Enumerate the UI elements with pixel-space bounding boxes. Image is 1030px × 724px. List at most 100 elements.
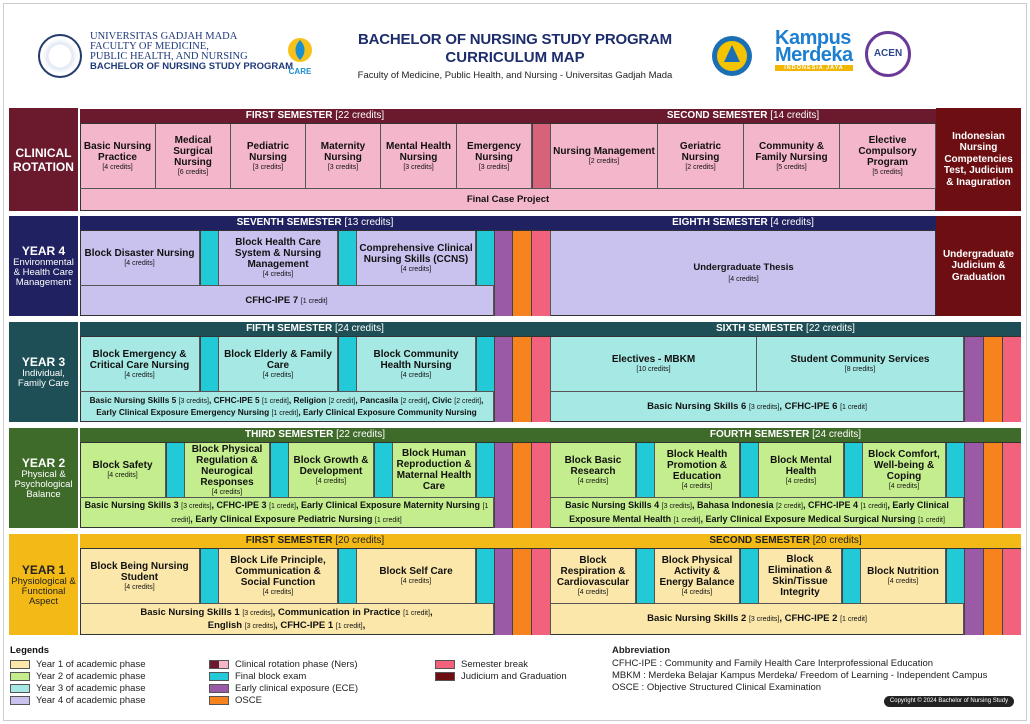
- year2-break-bar: [531, 443, 550, 528]
- page-title-2: CURRICULUM MAP: [445, 49, 585, 66]
- year2-sem2-header: FOURTH SEMESTER [24 credits]: [550, 428, 1021, 442]
- clinical-elective-compulsory: Elective Compulsory Program[5 credits]: [840, 124, 936, 188]
- year1-block-respiration: Block Respiration & Cardiovascular[4 cre…: [550, 549, 636, 603]
- clinical-break-bar: [532, 124, 550, 188]
- abbreviation-title: Abbreviation: [612, 645, 671, 656]
- clinical-medical-surgical: Medical Surgical Nursing[6 credits]: [156, 124, 231, 188]
- year3-skills-sem5: Basic Nursing Skills 5 [3 credits], CFHC…: [80, 391, 494, 422]
- year1-ece-bar-2: [964, 549, 983, 635]
- year1-exam-bar-7: [946, 549, 964, 603]
- year2-block-comfort: Block Comfort, Well-being & Coping[4 cre…: [862, 443, 946, 497]
- year4-ece-bar: [494, 231, 512, 316]
- year2-skills-sem3: Basic Nursing Skills 3 [3 credits], CFHC…: [80, 497, 494, 528]
- year4-exam-bar-2: [338, 231, 356, 285]
- year1-block-being-nursing-student: Block Being Nursing Student[4 credits]: [80, 549, 200, 603]
- year2-exam-bar-6: [740, 443, 758, 497]
- year1-skills-sem2: Basic Nursing Skills 2 [3 credits], CFHC…: [550, 603, 964, 635]
- year3-break-bar: [531, 337, 550, 422]
- clinical-community-family: Community & Family Nursing[5 credits]: [744, 124, 840, 188]
- year3-sem2-header: SIXTH SEMESTER [22 credits]: [550, 322, 1021, 336]
- year2-skills-sem4: Basic Nursing Skills 4 [3 credits], Baha…: [550, 497, 964, 528]
- year2-break-bar-2: [1002, 443, 1021, 528]
- year3-sem1-header: FIFTH SEMESTER [24 credits]: [80, 322, 550, 336]
- year2-exam-bar-4: [476, 443, 494, 497]
- ugm-seal-logo: [38, 34, 82, 78]
- acen-logo: ACEN: [865, 31, 911, 77]
- clinical-maternity: Maternity Nursing[3 credits]: [306, 124, 381, 188]
- year4-exam-bar-3: [476, 231, 494, 285]
- year2-exam-bar-8: [946, 443, 964, 497]
- clinical-geriatric: Geriatric Nursing[2 credits]: [658, 124, 744, 188]
- legend-final-block-exam: Final block exam: [209, 671, 306, 682]
- clinical-area: [80, 123, 936, 211]
- clinical-right-judicium: Indonesian Nursing Competencies Test, Ju…: [936, 108, 1021, 211]
- legend-osce: OSCE: [209, 695, 262, 706]
- year4-break-bar: [531, 231, 550, 316]
- year3-osce-bar-2: [983, 337, 1002, 422]
- legend-semester-break: Semester break: [435, 659, 528, 670]
- year2-exam-bar-1: [166, 443, 184, 497]
- year2-block-physical-regulation: Block Physical Regulation & Neurogical R…: [184, 443, 270, 497]
- page-subtitle: Faculty of Medicine, Public Health, and …: [357, 70, 673, 81]
- year4-block-disaster: Block Disaster Nursing[4 credits]: [80, 231, 200, 285]
- year2-block-basic-research: Block Basic Research[4 credits]: [550, 443, 636, 497]
- abbreviation-osce: OSCE : Objective Structured Clinical Exa…: [612, 682, 822, 693]
- tut-wuri-logo: [712, 36, 752, 76]
- abbreviation-mbkm: MBKM : Merdeka Belajar Kampus Merdeka/ F…: [612, 670, 988, 681]
- year4-osce-bar: [512, 231, 531, 316]
- year4-sem1-header: SEVENTH SEMESTER [13 credits]: [80, 216, 550, 230]
- year2-block-growth: Block Growth & Development[4 credits]: [288, 443, 374, 497]
- year2-osce-bar-2: [983, 443, 1002, 528]
- year2-exam-bar-5: [636, 443, 654, 497]
- year3-block-elderly: Block Elderly & Family Care[4 credits]: [218, 337, 338, 391]
- year3-break-bar-2: [1002, 337, 1021, 422]
- year2-exam-bar-7: [844, 443, 862, 497]
- year2-ece-bar: [494, 443, 512, 528]
- year1-break-bar: [531, 549, 550, 635]
- legend-clinical: Clinical rotation phase (Ners): [209, 659, 358, 670]
- year3-exam-bar-2: [338, 337, 356, 391]
- year2-block-health-promotion: Block Health Promotion & Education[4 cre…: [654, 443, 740, 497]
- year4-sem2-header: EIGHTH SEMESTER [4 credits]: [550, 216, 936, 230]
- clinical-mental-health: Mental Health Nursing[3 credits]: [381, 124, 457, 188]
- year2-block-mental-health: Block Mental Health[4 credits]: [758, 443, 844, 497]
- year1-sem2-header: SECOND SEMESTER [20 credits]: [550, 534, 1021, 548]
- legend-year1: Year 1 of academic phase: [10, 659, 146, 670]
- year1-exam-bar-3: [476, 549, 494, 603]
- legend-judicium: Judicium and Graduation: [435, 671, 567, 682]
- year1-block-nutrition: Block Nutrition[4 credits]: [860, 549, 946, 603]
- year3-skills-sem6: Basic Nursing Skills 6 [3 credits], CFHC…: [550, 391, 964, 422]
- year1-break-bar-2: [1002, 549, 1021, 635]
- year2-block-human-reproduction: Block Human Reproduction & Maternal Heal…: [392, 443, 476, 497]
- clinical-sem2-header: SECOND SEMESTER [14 credits]: [550, 109, 936, 123]
- clinical-emergency: Emergency Nursing[3 credits]: [457, 124, 532, 188]
- copyright-badge: Copyright © 2024 Bachelor of Nursing Stu…: [884, 696, 1014, 715]
- legend-title: Legends: [10, 645, 50, 656]
- clinical-sem1-header: FIRST SEMESTER [22 credits]: [80, 109, 550, 123]
- care-logo: [288, 38, 312, 62]
- year2-exam-bar-2: [270, 443, 288, 497]
- year1-block-physical-activity: Block Physical Activity & Energy Balance…: [654, 549, 740, 603]
- year1-ece-bar: [494, 549, 512, 635]
- page-frame: [3, 3, 1027, 721]
- year1-osce-bar-2: [983, 549, 1002, 635]
- year1-exam-bar-1: [200, 549, 218, 603]
- clinical-basic-nursing-practice: Basic Nursing Practice[4 credits]: [80, 124, 156, 188]
- year3-block-emergency: Block Emergency & Critical Care Nursing[…: [80, 337, 200, 391]
- year3-exam-bar-1: [200, 337, 218, 391]
- final-case-project: Final Case Project: [80, 188, 936, 211]
- care-label: CARE: [288, 67, 312, 76]
- year2-ece-bar-2: [964, 443, 983, 528]
- year1-exam-bar-4: [636, 549, 654, 603]
- year2-osce-bar: [512, 443, 531, 528]
- year4-cfhc-ipe7: CFHC-IPE 7 [1 credit]: [80, 285, 494, 316]
- year2-exam-bar-3: [374, 443, 392, 497]
- year4-undergraduate-thesis: Undergraduate Thesis[4 credits]: [550, 231, 936, 316]
- legend-year2: Year 2 of academic phase: [10, 671, 146, 682]
- year3-exam-bar-3: [476, 337, 494, 391]
